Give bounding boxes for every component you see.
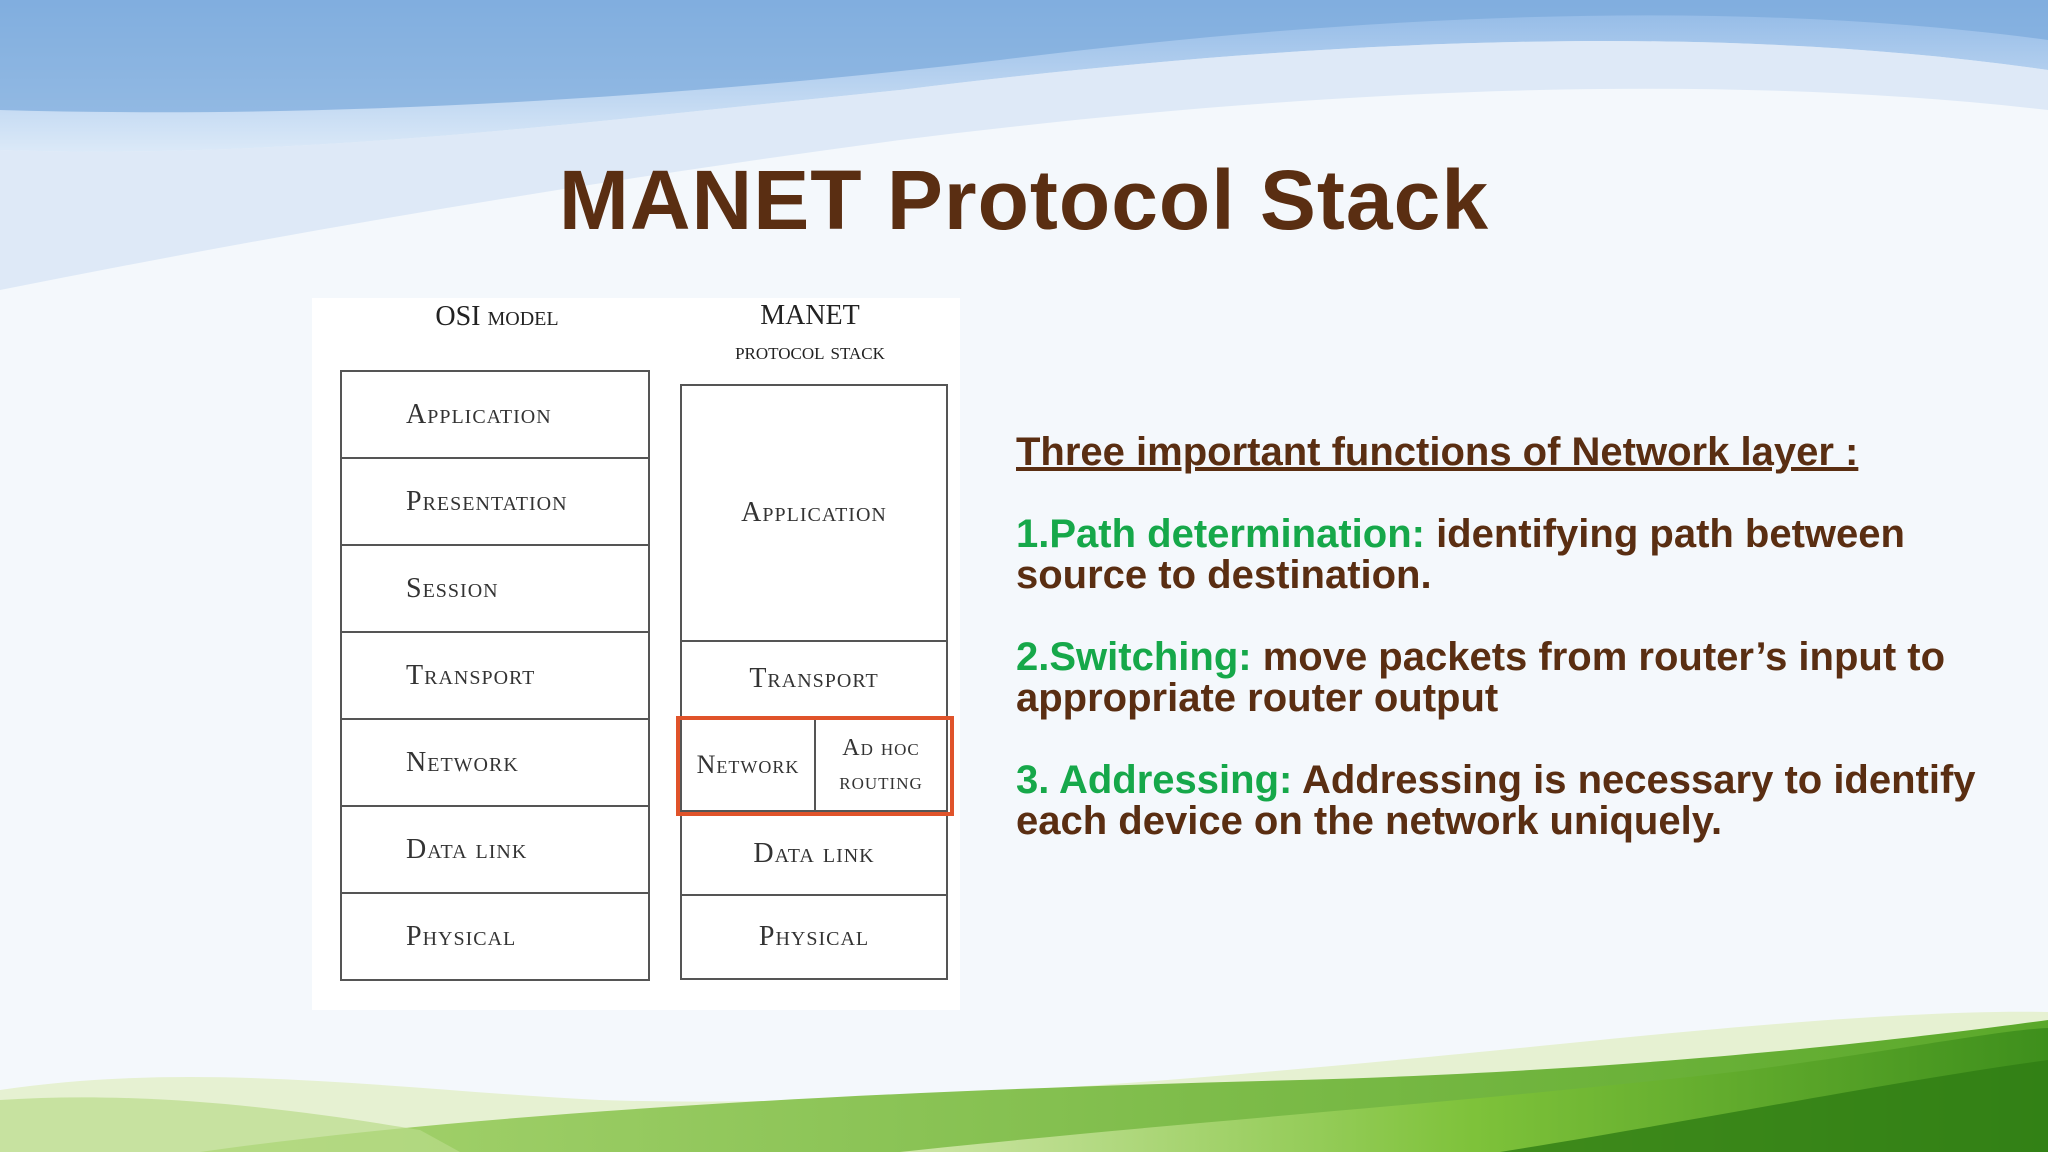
- function-term: 2.Switching:: [1016, 635, 1252, 679]
- function-item-addressing: 3. Addressing: Addressing is necessary t…: [1016, 760, 2016, 842]
- function-desc: Addressing is necessary to identify each…: [1016, 758, 1976, 843]
- functions-heading: Three important functions of Network lay…: [1016, 430, 1859, 474]
- function-term: 1.Path determination:: [1016, 512, 1425, 556]
- function-desc: identifying path between source to desti…: [1016, 512, 1905, 597]
- manet-layer-network-row: Network Ad hoc routing: [680, 718, 948, 812]
- adhoc-label-line2: routing: [839, 769, 923, 795]
- manet-header-line2: protocol stack: [735, 339, 885, 365]
- osi-layer-network: Network: [340, 718, 650, 807]
- manet-layer-data-link: Data link: [680, 812, 948, 896]
- manet-layer-network: Network: [682, 720, 816, 810]
- osi-layer-session: Session: [340, 544, 650, 633]
- osi-layer-application: Application: [340, 370, 650, 459]
- adhoc-label-line1: Ad hoc: [842, 735, 920, 761]
- osi-layer-transport: Transport: [340, 631, 650, 720]
- manet-layer-application: Application: [680, 384, 948, 642]
- function-desc: move packets from router’s input to appr…: [1016, 635, 1946, 720]
- function-term: 3. Addressing:: [1016, 758, 1293, 802]
- network-layer-highlight-box: [676, 716, 954, 816]
- slide-title: MANET Protocol Stack: [558, 153, 1490, 247]
- manet-header-line1: MANET: [760, 300, 860, 331]
- osi-layer-physical: Physical: [340, 892, 650, 981]
- manet-layer-physical: Physical: [680, 894, 948, 980]
- osi-layer-data-link: Data link: [340, 805, 650, 894]
- function-item-path-determination: 1.Path determination: identifying path b…: [1016, 514, 2016, 596]
- manet-stack-header: MANET protocol stack: [672, 298, 948, 370]
- manet-layer-adhoc-routing: Ad hoc routing: [816, 720, 946, 810]
- network-layer-functions: Three important functions of Network lay…: [1016, 432, 2016, 883]
- osi-layer-presentation: Presentation: [340, 457, 650, 546]
- function-item-switching: 2.Switching: move packets from router’s …: [1016, 637, 2016, 719]
- manet-layer-transport: Transport: [680, 640, 948, 718]
- osi-model-header: OSI model: [435, 301, 559, 332]
- protocol-stack-diagram: OSI model MANET protocol stack Applicati…: [312, 298, 960, 1010]
